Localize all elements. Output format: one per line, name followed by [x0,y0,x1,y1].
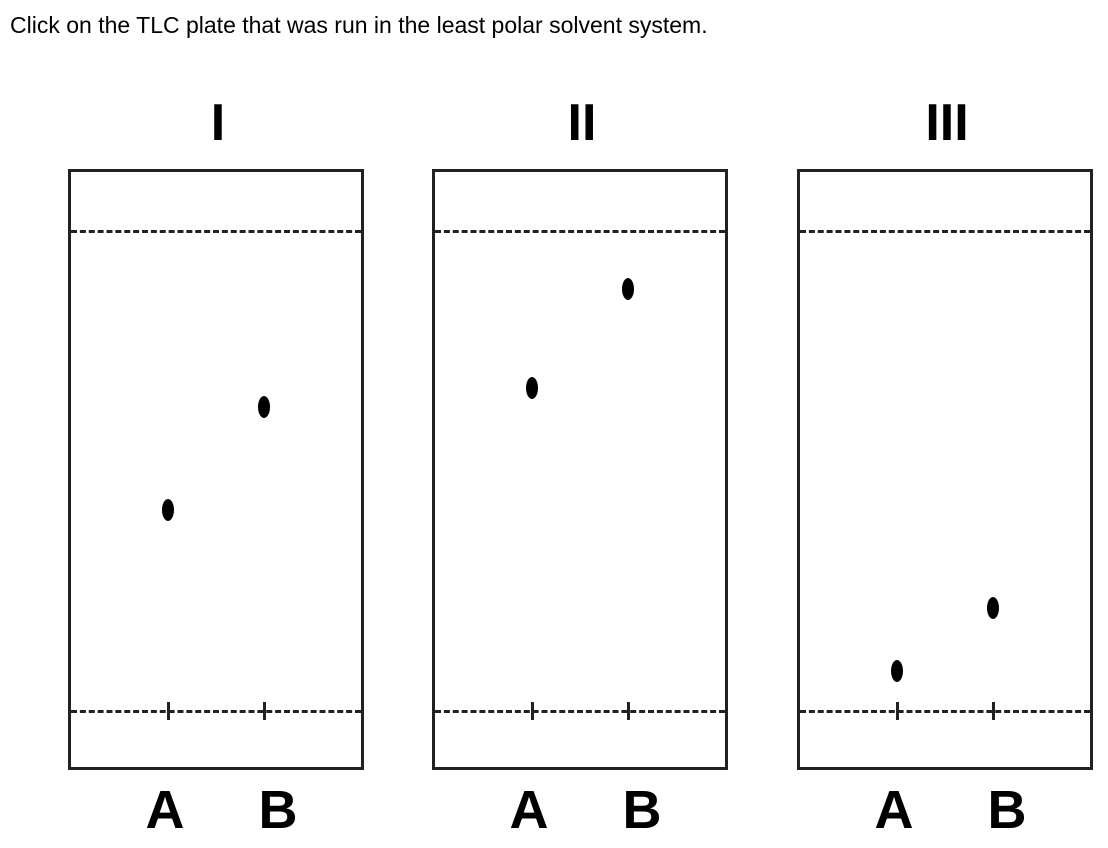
spot-a [526,376,538,399]
origin-mark-b [627,702,630,720]
question-text: Click on the TLC plate that was run in t… [10,12,708,38]
lane-label-a: A [509,780,549,840]
plate-i-box [68,169,364,770]
tlc-plate-i[interactable]: I A B [68,95,368,840]
lane-label-b: B [987,780,1027,840]
solvent-front-line [800,230,1090,233]
origin-mark-a [896,702,899,720]
solvent-front-line [71,230,361,233]
origin-mark-a [531,702,534,720]
lane-label-a: A [145,780,185,840]
spot-b [622,278,634,301]
origin-line [800,710,1090,713]
plate-title-iii: III [925,94,969,152]
plate-title-ii: II [567,94,597,152]
origin-line [71,710,361,713]
origin-mark-b [263,702,266,720]
plate-title-i: I [210,94,226,152]
lane-label-a: A [874,780,914,840]
origin-mark-b [992,702,995,720]
lane-label-b: B [622,780,662,840]
spot-b [258,395,270,418]
origin-line [435,710,725,713]
plate-ii-box [432,169,728,770]
lane-label-b: B [258,780,298,840]
tlc-plate-iii[interactable]: III A B [797,95,1097,840]
plate-iii-box [797,169,1093,770]
origin-mark-a [167,702,170,720]
spot-b [987,597,999,620]
spot-a [891,659,903,682]
spot-a [162,498,174,521]
tlc-plate-ii[interactable]: II A B [432,95,732,840]
solvent-front-line [435,230,725,233]
